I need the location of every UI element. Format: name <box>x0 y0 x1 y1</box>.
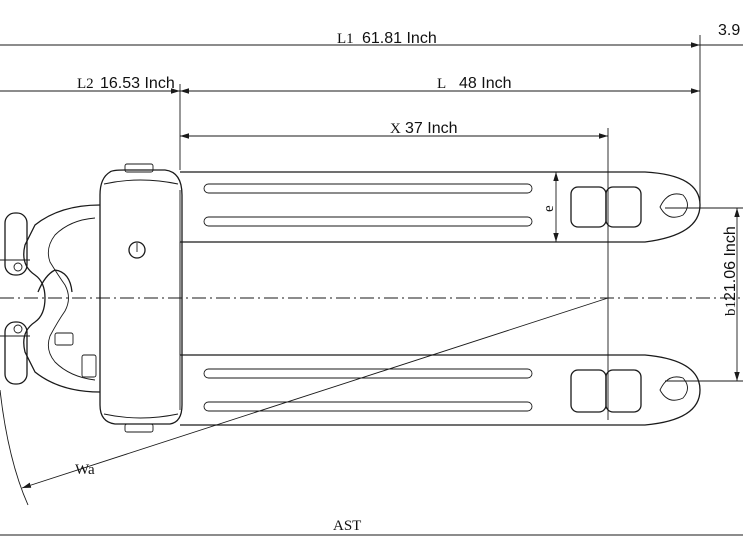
fork-lower <box>180 354 701 426</box>
b1-symbol: b1 <box>723 301 739 316</box>
steer-wheel-upper <box>4 212 28 276</box>
dimension-wa: Wa <box>0 297 609 506</box>
load-roller-upper-right <box>605 186 642 228</box>
dimension-b1: b121.06 Inch <box>665 207 743 382</box>
l1-symbol: L1 <box>337 31 354 47</box>
e-label: e <box>541 205 557 212</box>
dimension-l: L 48 Inch <box>180 75 700 94</box>
dimension-l1: L1 61.81 Inch 3.9 <box>0 22 743 48</box>
b1-value: b121.06 Inch <box>722 226 739 316</box>
l2-symbol: L2 <box>77 76 94 92</box>
dimension-l2: L2 16.53 Inch <box>0 75 180 94</box>
l1-value: 61.81 Inch <box>362 30 437 47</box>
wa-label: Wa <box>75 462 95 478</box>
b1-number: 21.06 Inch <box>722 226 739 301</box>
l-symbol: L <box>437 76 446 92</box>
load-roller-upper-left <box>570 186 607 228</box>
x-value: 37 Inch <box>405 120 457 137</box>
x-symbol: X <box>390 121 401 137</box>
fork-upper <box>180 171 701 243</box>
load-roller-lower-right <box>605 369 642 413</box>
l-value: 48 Inch <box>459 75 511 92</box>
load-roller-lower-left <box>570 369 607 413</box>
dimension-e: e <box>541 172 559 242</box>
steering-assembly <box>0 204 101 393</box>
dimension-x: X 37 Inch <box>180 120 608 139</box>
ast-label: AST <box>333 518 361 534</box>
pump-body <box>99 163 183 433</box>
steer-wheel-lower <box>4 321 28 385</box>
dimension-ast: AST <box>0 518 743 536</box>
l2-value: 16.53 Inch <box>100 75 175 92</box>
edge-value: 3.9 <box>718 22 740 39</box>
release-valve-icon <box>128 241 146 259</box>
